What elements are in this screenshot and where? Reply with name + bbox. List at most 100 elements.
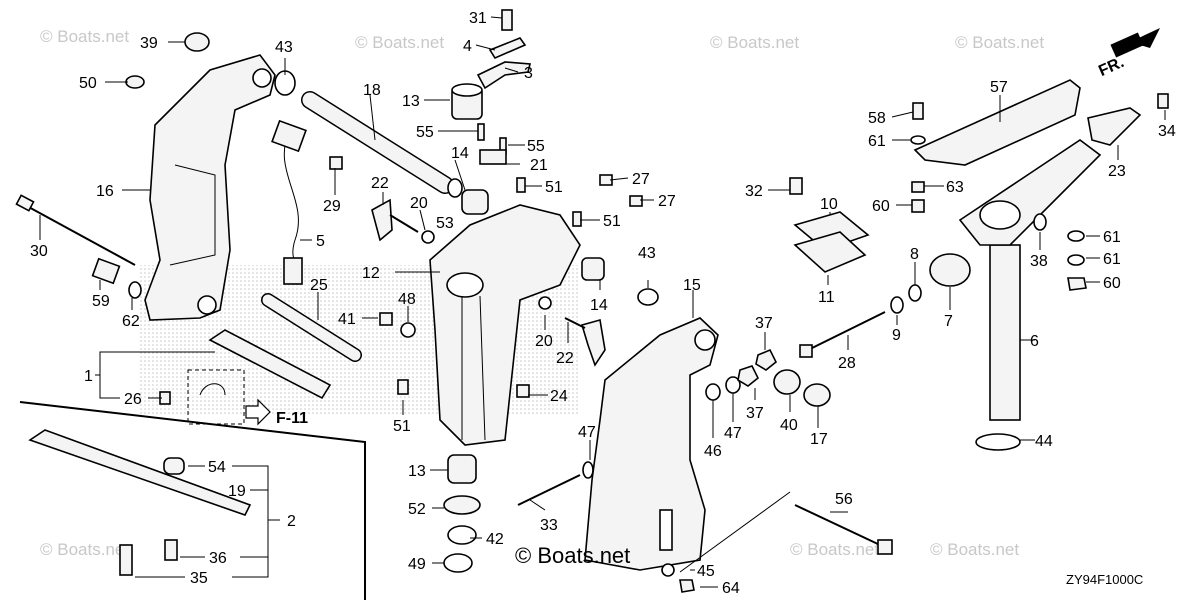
bolt (1157, 93, 1169, 109)
bolt (125, 75, 145, 89)
bolt (789, 177, 803, 195)
bolt (164, 539, 178, 561)
watermark: © Boats.net (355, 33, 444, 52)
pin (477, 123, 485, 141)
callout-label: 61 (868, 133, 886, 150)
watermark: © Boats.net (955, 33, 1044, 52)
connector (283, 257, 303, 285)
bushing (581, 257, 605, 281)
callout-label: 8 (910, 246, 919, 263)
callout-label: 1 (84, 368, 93, 385)
callout-label: 55 (416, 124, 434, 141)
callout-label: 6 (1030, 333, 1039, 350)
watermark: © Boats.net (40, 27, 129, 46)
callout-label: 47 (724, 425, 742, 442)
collar (163, 457, 185, 475)
callout-label: 17 (810, 431, 828, 448)
bracket (1087, 107, 1142, 146)
bolt (516, 384, 530, 398)
watermark: © Boats.net (710, 33, 799, 52)
group-frame-line (19, 401, 366, 600)
callout-label: 63 (946, 179, 964, 196)
bolt (397, 379, 409, 395)
callout-label: 61 (1103, 229, 1121, 246)
swivel-case (429, 204, 581, 446)
callout-label: 48 (398, 291, 416, 308)
watermark: © Boats.net (930, 540, 1019, 559)
plate (488, 37, 527, 60)
bolt (501, 9, 513, 31)
bolt (329, 156, 343, 170)
washer (1067, 230, 1085, 242)
callout-label: 13 (408, 463, 426, 480)
nut (1067, 277, 1087, 291)
callout-label: 47 (578, 424, 596, 441)
callout-label: 24 (550, 388, 568, 405)
grease-fitting (479, 149, 507, 165)
callout-label: 60 (1103, 275, 1121, 292)
bolt (572, 211, 582, 227)
callout-label: 18 (363, 82, 381, 99)
mount-rubber (793, 231, 867, 273)
ring (447, 525, 477, 545)
callout-label: 28 (838, 355, 856, 372)
callout-labels: 31 4 3 13 55 55 21 14 51 27 27 51 53 18 … (30, 10, 1176, 597)
washer (582, 461, 594, 479)
collar (91, 257, 121, 285)
thrust-plate (208, 329, 332, 400)
callout-label: 33 (540, 517, 558, 534)
callout-label: 41 (338, 311, 356, 328)
callout-label: 53 (436, 215, 454, 232)
bolt (807, 311, 886, 351)
callout-label: 51 (603, 213, 621, 230)
nut (911, 199, 925, 213)
reference-marker: F-11 (276, 410, 308, 427)
callout-label: 50 (79, 75, 97, 92)
callout-label: 38 (1030, 253, 1048, 270)
callout-label: 14 (590, 297, 608, 314)
callout-label: 25 (310, 277, 328, 294)
callout-label: 21 (530, 157, 548, 174)
forward-marker: FR. (1096, 54, 1126, 80)
callout-label: 30 (30, 243, 48, 260)
callout-label: 7 (944, 313, 953, 330)
steering-shaft (989, 244, 1021, 421)
callout-label: 62 (122, 313, 140, 330)
bolt (379, 312, 393, 326)
callout-label: 49 (408, 556, 426, 573)
bolt (517, 474, 581, 506)
callout-label: 32 (745, 183, 763, 200)
plate-assembly (28, 429, 252, 516)
callout-label: 58 (868, 110, 886, 127)
callout-label: 46 (704, 443, 722, 460)
bracket (371, 198, 393, 242)
bolt (516, 177, 526, 193)
callout-label: 31 (469, 10, 487, 27)
washer (661, 563, 675, 577)
center-watermark: © Boats.net (515, 543, 630, 568)
callout-label: 56 (835, 491, 853, 508)
mount (929, 253, 971, 287)
callout-label: 27 (658, 193, 676, 210)
nut (755, 348, 778, 371)
callout-label: 14 (451, 145, 469, 162)
callout-label: 35 (190, 570, 208, 587)
callout-label: 2 (287, 513, 296, 530)
callout-label: 16 (96, 183, 114, 200)
callout-label: 22 (556, 350, 574, 367)
bushing (461, 189, 489, 215)
callout-label: 37 (755, 315, 773, 332)
callout-label: 52 (408, 501, 426, 518)
watermark: © Boats.net (40, 540, 129, 559)
washer (128, 281, 142, 299)
bolt (119, 544, 133, 576)
callout-label: 13 (402, 93, 420, 110)
cap (803, 383, 831, 407)
callout-label: 36 (209, 550, 227, 567)
callout-label: 11 (818, 289, 835, 306)
washer (975, 433, 1021, 451)
callout-label: 43 (638, 245, 656, 262)
callout-label: 40 (780, 417, 798, 434)
callout-label: 59 (92, 293, 110, 310)
callout-label: 54 (208, 459, 226, 476)
